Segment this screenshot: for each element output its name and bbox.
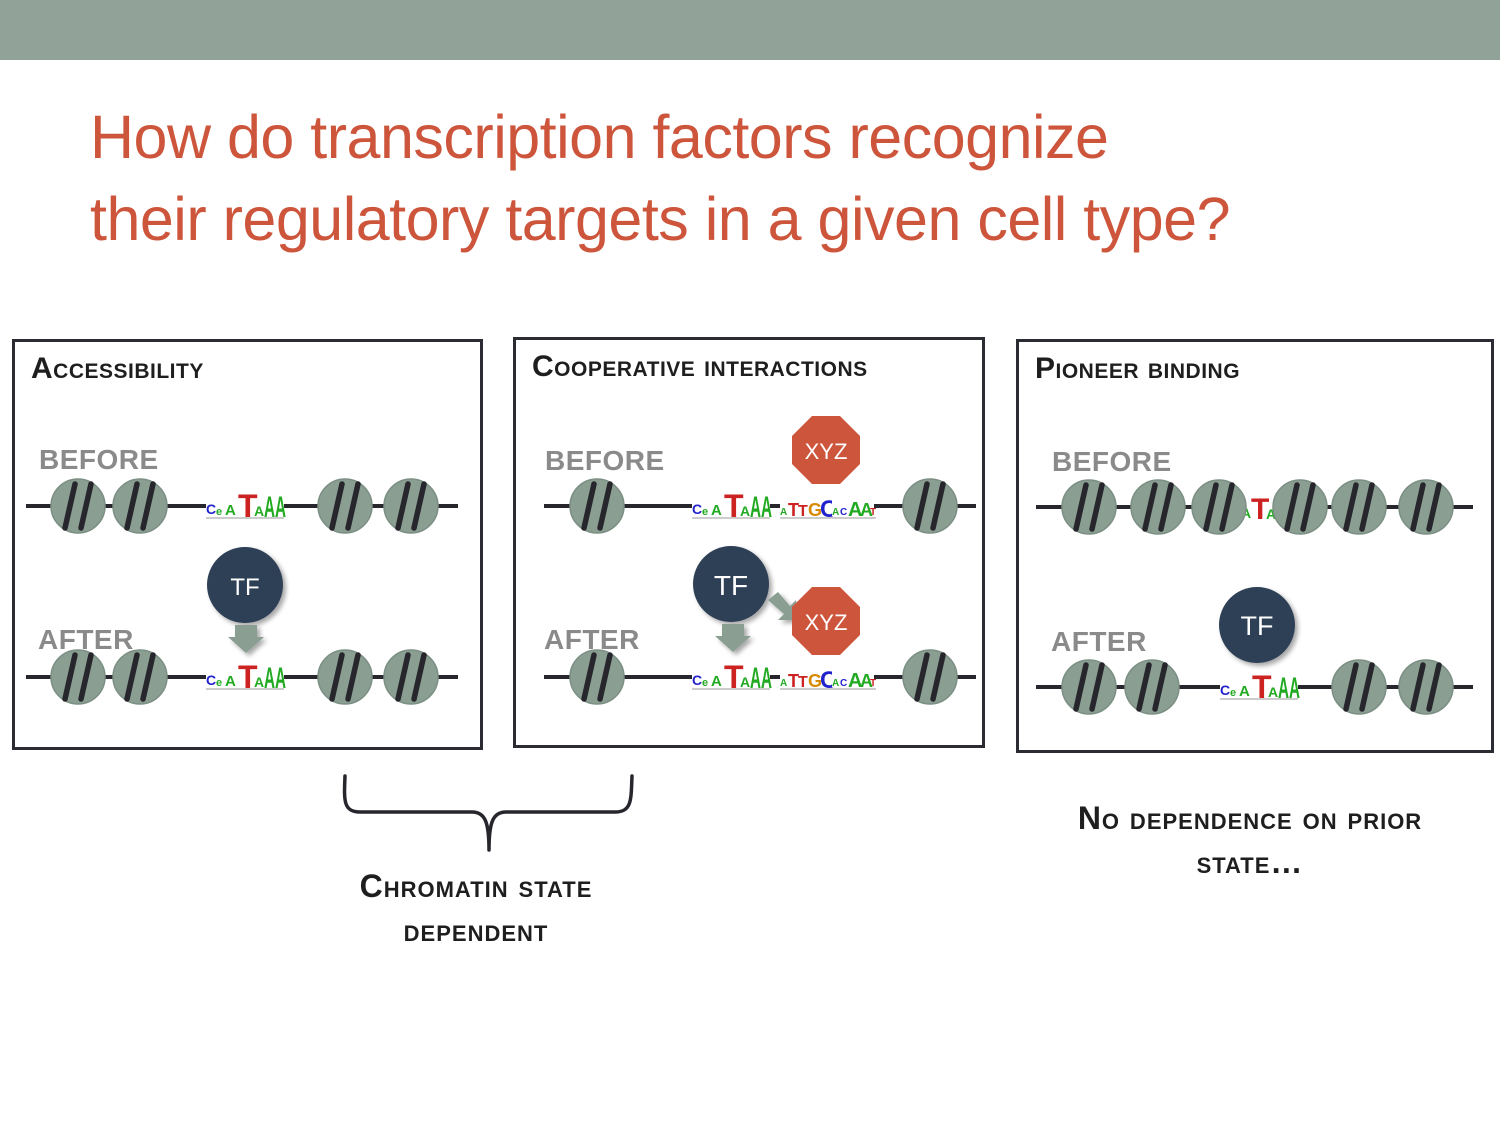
nucleosome (113, 650, 167, 704)
nucleosome (1192, 480, 1246, 534)
partner-motif-logo (831, 666, 877, 693)
accessibility-after-dna (26, 650, 458, 704)
nucleosome (384, 650, 438, 704)
nucleosome (903, 479, 957, 533)
nucleosome (1131, 480, 1185, 534)
nucleosome (1332, 480, 1386, 534)
down-arrow-icon (228, 625, 264, 653)
accessibility-tf: TF (207, 547, 283, 653)
xyz-label: XYZ (805, 610, 848, 635)
panel-heading-cooperative: Cooperative interactions (532, 350, 868, 383)
cooperative-before-dna: XYZ (544, 416, 976, 533)
title-line-1: How do transcription factors recognize (90, 103, 1109, 171)
caption-chromatin-line-1: Chromatin state (359, 868, 593, 904)
tf-circle (207, 547, 283, 623)
pioneer-before-dna: A T A (1036, 480, 1473, 534)
xyz-label: XYZ (805, 439, 848, 464)
nucleosome (1399, 660, 1453, 714)
tf-circle (693, 546, 769, 622)
nucleosome (1332, 660, 1386, 714)
nucleosome (903, 650, 957, 704)
motif-logo (1219, 668, 1301, 706)
nucleosome (570, 650, 624, 704)
cooperative-tf: TF XYZ (693, 546, 860, 655)
caption-pioneer-line-1: No dependence on prior (1077, 800, 1423, 836)
nucleosome (570, 479, 624, 533)
accessibility-before-dna (26, 479, 458, 533)
diagonal-arrow-icon (768, 592, 798, 620)
title-line-2: their regulatory targets in a given cell… (90, 185, 1231, 253)
nucleosome (51, 650, 105, 704)
pioneer-after-dna (1036, 660, 1473, 714)
after-label: AFTER (38, 624, 134, 655)
panel-heading-pioneer: Pioneer binding (1035, 352, 1241, 385)
slide-title: How do transcription factors recognize t… (90, 96, 1390, 260)
tf-circle (1219, 587, 1295, 663)
motif-logo (205, 658, 287, 696)
partner-motif-logo (831, 495, 877, 522)
curly-brace (342, 774, 634, 852)
motif-logo (691, 658, 773, 696)
nucleosome (51, 479, 105, 533)
motif-logo-partial: A (1266, 506, 1276, 522)
before-label: BEFORE (545, 445, 665, 476)
caption-pioneer-line-2: state… (1196, 844, 1304, 880)
motif-logo (205, 487, 287, 525)
after-label: AFTER (1051, 626, 1147, 657)
before-label: BEFORE (39, 444, 159, 475)
motif-logo-partial: T (1251, 493, 1269, 526)
pioneer-tf: TF (1219, 587, 1295, 663)
motif-logo (691, 487, 773, 525)
tf-label: TF (1241, 611, 1274, 641)
caption-chromatin-line-2: dependent (403, 912, 549, 948)
panel-heading-accessibility: Accessibility (31, 352, 204, 385)
tf-label: TF (714, 570, 748, 601)
nucleosome (318, 479, 372, 533)
nucleosome (1273, 480, 1327, 534)
top-bar (0, 0, 1500, 60)
nucleosome (384, 479, 438, 533)
nucleosome (1125, 660, 1179, 714)
nucleosome (1062, 660, 1116, 714)
cooperative-after-dna (544, 650, 976, 704)
nucleosome (113, 479, 167, 533)
tf-label: TF (230, 574, 259, 601)
nucleosome (1399, 480, 1453, 534)
caption-chromatin-state: Chromatin state dependent (300, 864, 652, 952)
before-label: BEFORE (1052, 446, 1172, 477)
down-arrow-icon (715, 624, 751, 652)
nucleosome (318, 650, 372, 704)
caption-no-dependence: No dependence on prior state… (1010, 796, 1490, 884)
nucleosome (1062, 480, 1116, 534)
